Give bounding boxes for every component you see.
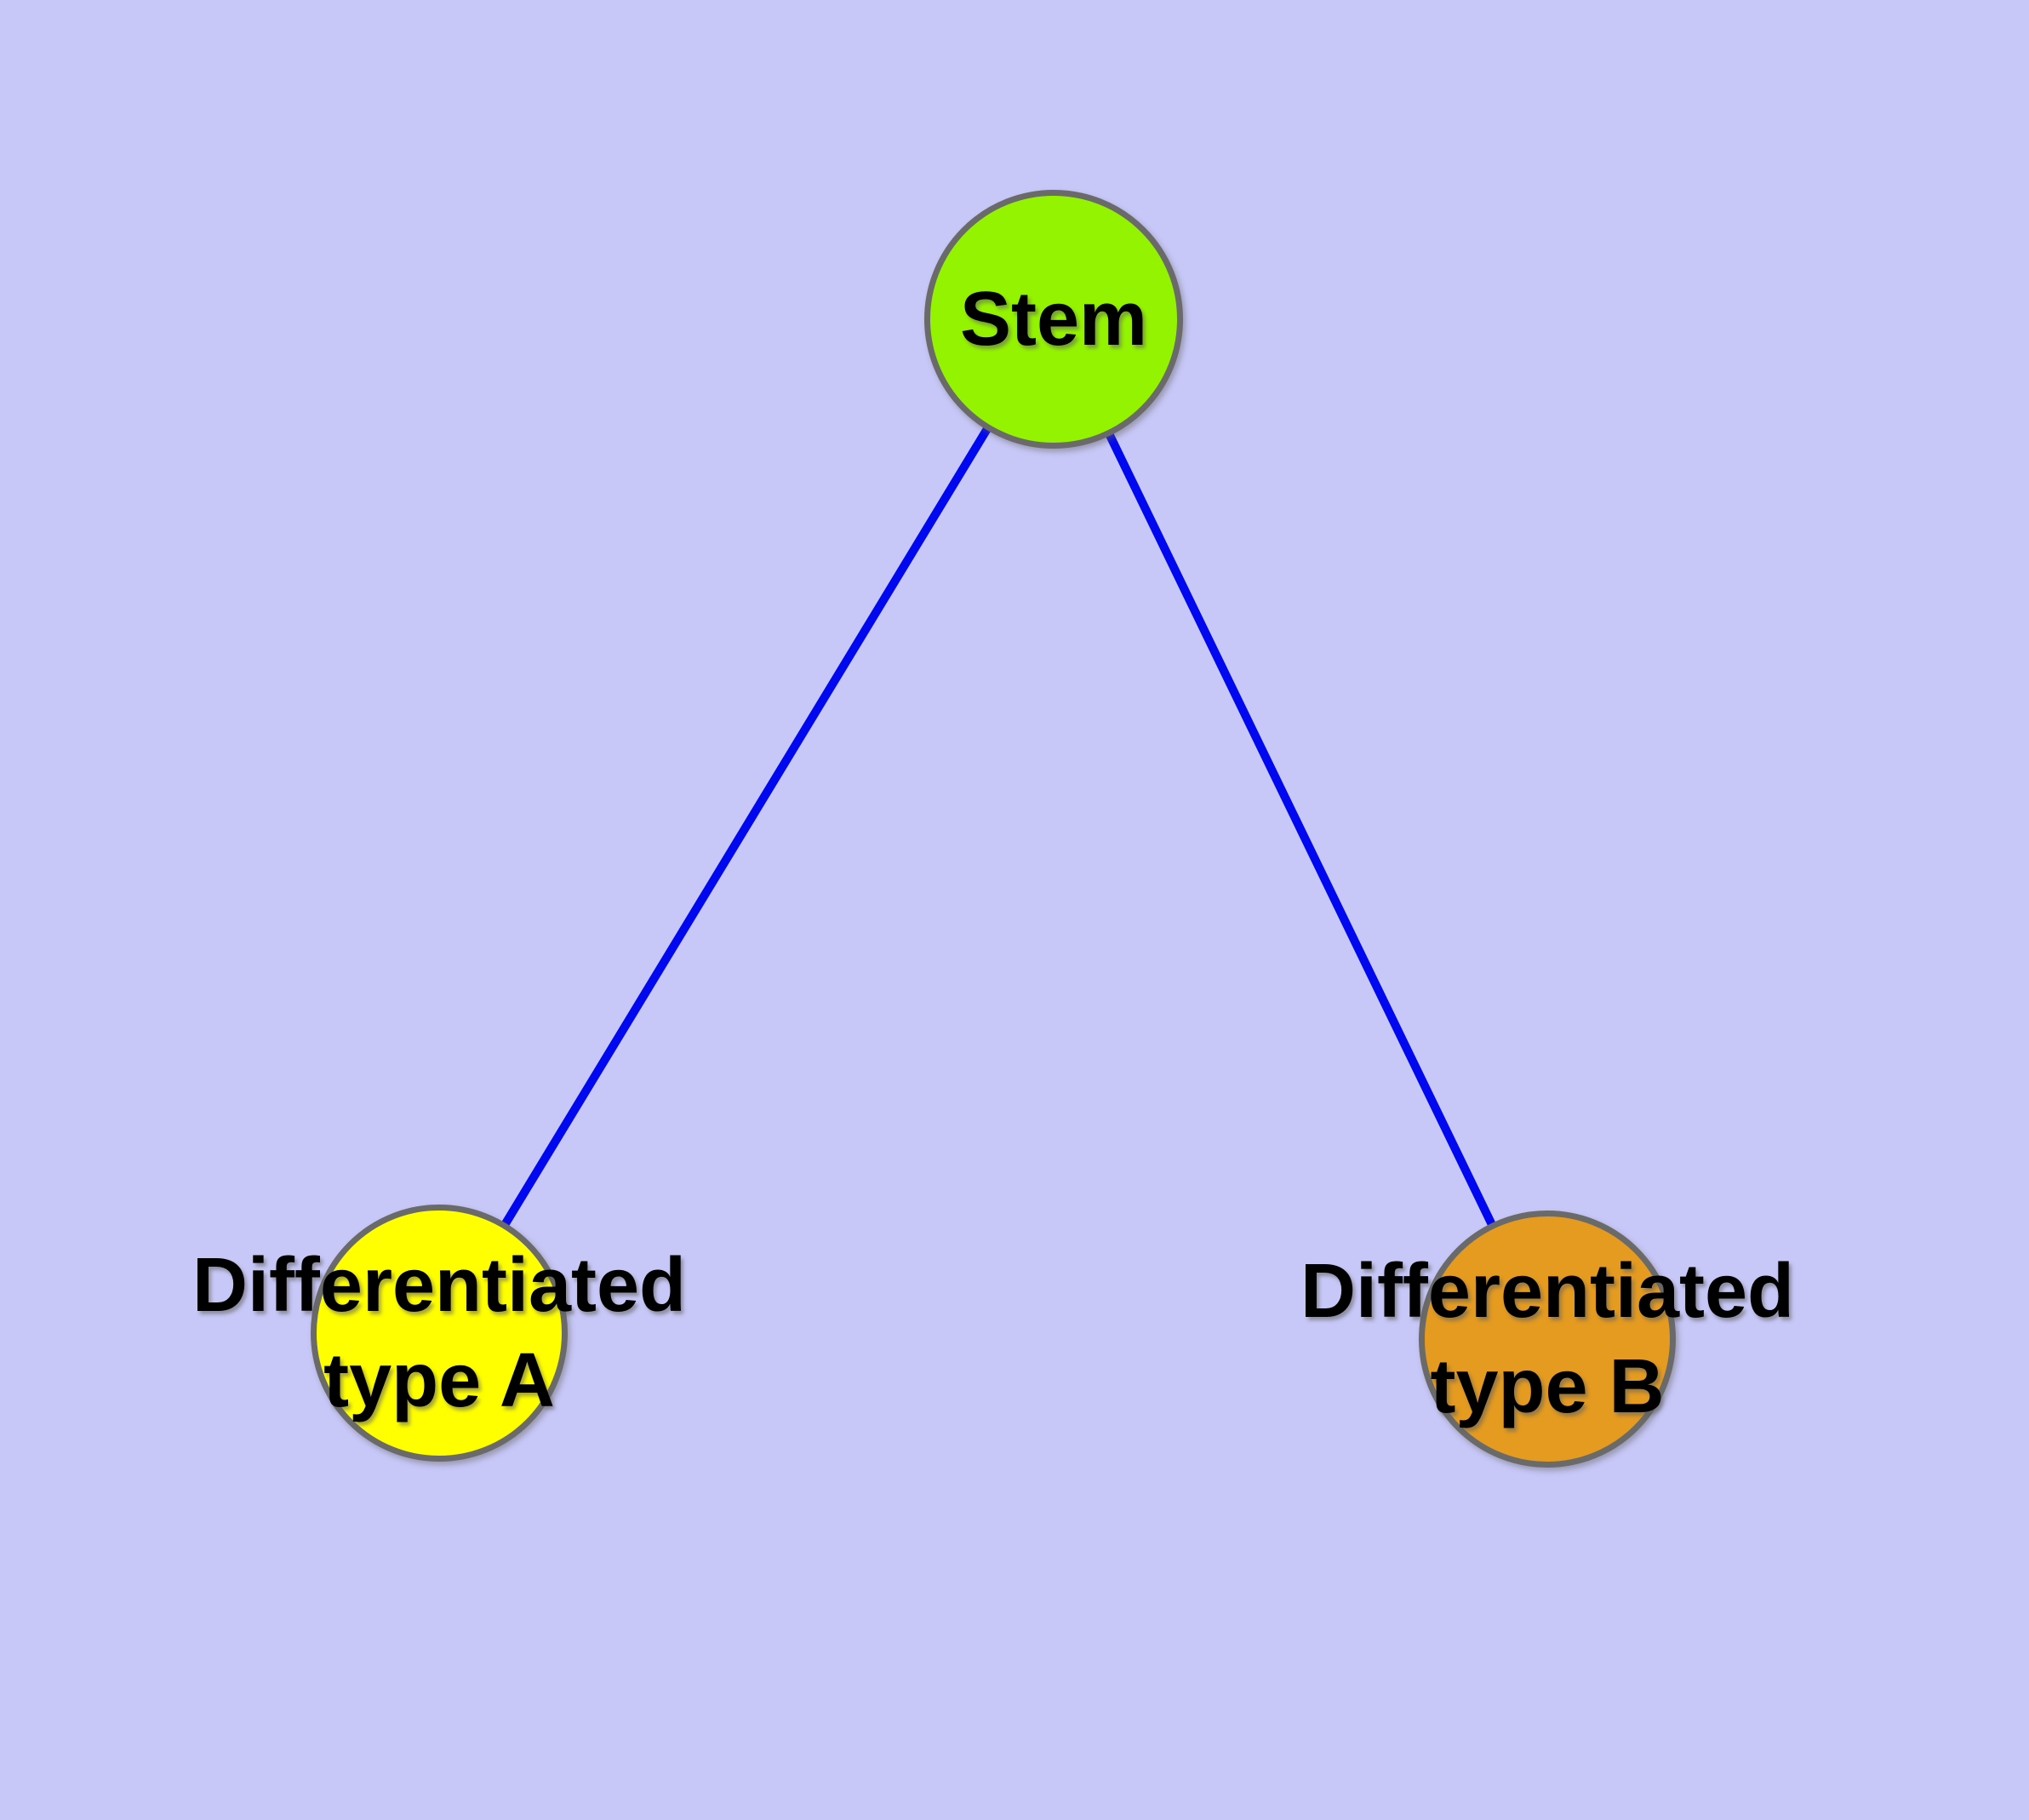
edge-stem-to-type-b — [1049, 315, 1552, 1343]
node-stem-label: Stem — [959, 276, 1148, 362]
node-type-b-label-line1: Differentiated — [1300, 1249, 1795, 1334]
node-differentiated-type-a-label: Differentiated type A — [99, 1238, 780, 1428]
node-differentiated-type-a — [311, 1205, 568, 1462]
node-differentiated-type-b-label: Differentiated type B — [1207, 1244, 1888, 1434]
edge-stem-to-type-a — [435, 315, 1058, 1337]
node-stem: Stem — [924, 190, 1183, 449]
node-type-b-label-line2: type B — [1430, 1344, 1665, 1429]
node-differentiated-type-b — [1419, 1210, 1676, 1468]
node-type-a-label-line2: type A — [323, 1338, 555, 1423]
node-type-a-label-line1: Differentiated — [191, 1243, 687, 1328]
